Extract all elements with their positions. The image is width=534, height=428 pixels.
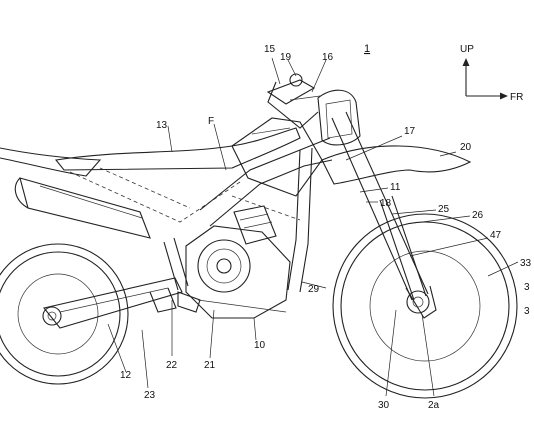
ref-label: F — [208, 116, 214, 127]
ref-label: 11 — [390, 182, 401, 193]
rear-shock — [163, 237, 201, 313]
headlight-cowl — [317, 89, 361, 146]
ref-label: 17 — [404, 126, 416, 137]
ref-label: 12 — [120, 370, 132, 381]
ref-label: 18 — [380, 198, 392, 209]
muffler — [14, 177, 151, 239]
figure-number: 1 — [364, 43, 370, 55]
engine — [185, 205, 291, 319]
ref-label: 22 — [166, 360, 178, 371]
ref-label: 16 — [322, 52, 334, 63]
ref-label: 47 — [490, 230, 502, 241]
ref-label: 10 — [254, 340, 266, 351]
leader-lines — [107, 57, 519, 397]
ref-label: 15 — [264, 44, 276, 55]
ref-label: 19 — [280, 52, 292, 63]
swing-arm — [43, 277, 183, 329]
ref-label: 3 — [524, 306, 530, 317]
handlebar — [266, 73, 321, 129]
rear-wheel — [0, 243, 129, 385]
ref-label: 20 — [460, 142, 472, 153]
front-wheel — [332, 213, 518, 399]
front-fork — [331, 111, 437, 319]
ref-label: 26 — [472, 210, 484, 221]
subframe — [69, 167, 241, 223]
ref-label: 33 — [520, 258, 532, 269]
ref-label: 13 — [156, 120, 168, 131]
seat — [54, 127, 301, 171]
ref-label: 30 — [378, 400, 390, 411]
up-label: UP — [460, 44, 474, 55]
tank-shroud — [231, 117, 323, 197]
ref-label: 2a — [428, 400, 440, 411]
ref-label: 29 — [308, 284, 320, 295]
main-frame — [199, 137, 333, 293]
rear-fender — [0, 147, 102, 177]
front-fender — [321, 145, 472, 185]
ref-label: 25 — [438, 204, 450, 215]
forward-label: FR — [510, 92, 523, 103]
ref-label: 23 — [144, 390, 156, 401]
ref-label: 3 — [524, 282, 530, 293]
ref-label: 21 — [204, 360, 216, 371]
orientation-arrows — [462, 58, 508, 100]
